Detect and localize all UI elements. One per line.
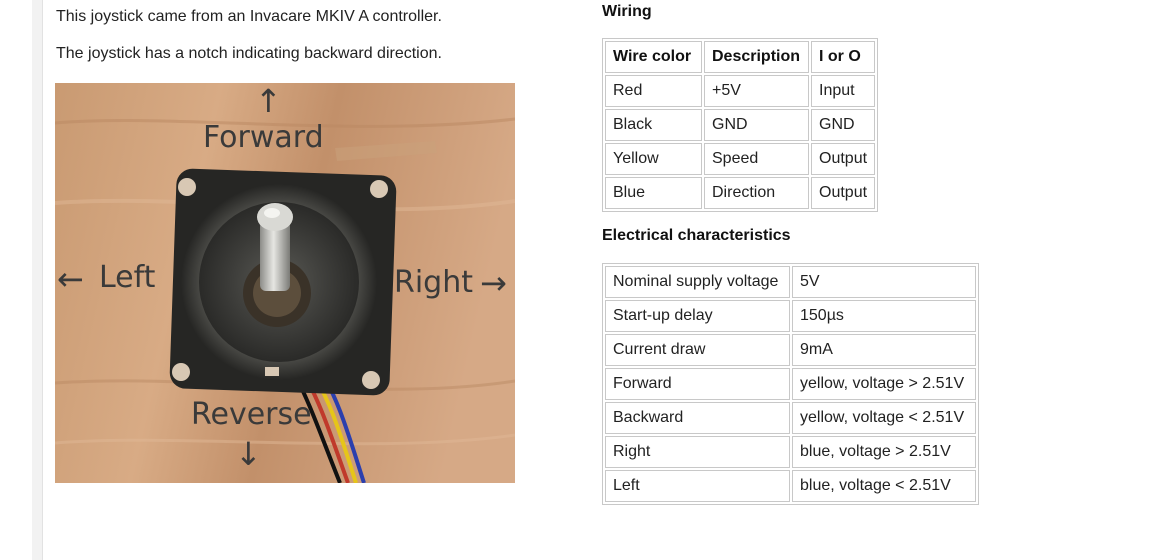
table-cell: Black: [605, 109, 702, 141]
table-row: Left blue, voltage < 2.51V: [605, 470, 976, 502]
table-cell: Red: [605, 75, 702, 107]
table-cell: 9mA: [792, 334, 976, 366]
right-arrow-icon: →: [480, 264, 507, 302]
table-cell: Output: [811, 143, 876, 175]
table-cell: Yellow: [605, 143, 702, 175]
reverse-label: Reverse: [191, 397, 312, 432]
right-label: Right: [394, 265, 473, 300]
column-header: Wire color: [605, 41, 702, 73]
table-cell: Direction: [704, 177, 809, 209]
mount-hole-br: [362, 371, 380, 389]
table-cell: Input: [811, 75, 876, 107]
table-cell: Output: [811, 177, 876, 209]
table-cell: Speed: [704, 143, 809, 175]
table-row: Yellow Speed Output: [605, 143, 876, 175]
mount-hole-bl: [172, 363, 190, 381]
table-cell: 150µs: [792, 300, 976, 332]
intro-text-source: This joystick came from an Invacare MKIV…: [56, 8, 442, 25]
mount-hole-tr: [370, 180, 388, 198]
table-cell: Forward: [605, 368, 790, 400]
table-cell: Current draw: [605, 334, 790, 366]
joystick-shaft: [260, 221, 290, 291]
table-row: Black GND GND: [605, 109, 876, 141]
column-header: I or O: [811, 41, 876, 73]
table-cell: GND: [704, 109, 809, 141]
table-row: Current draw 9mA: [605, 334, 976, 366]
joystick-photo-graphic: [55, 83, 515, 483]
table-cell: GND: [811, 109, 876, 141]
electrical-table: Nominal supply voltage 5V Start-up delay…: [602, 263, 979, 505]
table-cell: 5V: [792, 266, 976, 298]
table-cell: blue, voltage < 2.51V: [792, 470, 976, 502]
table-cell: Nominal supply voltage: [605, 266, 790, 298]
page-left-border: [32, 0, 43, 560]
wiring-table: Wire color Description I or O Red +5V In…: [602, 38, 879, 212]
left-arrow-icon: ←: [57, 260, 84, 298]
table-header-row: Wire color Description I or O: [605, 41, 876, 73]
wiring-heading: Wiring: [602, 3, 652, 20]
table-cell: Blue: [605, 177, 702, 209]
mount-hole-tl: [178, 178, 196, 196]
table-cell: Right: [605, 436, 790, 468]
table-row: Red +5V Input: [605, 75, 876, 107]
table-cell: Backward: [605, 402, 790, 434]
column-header: Description: [704, 41, 809, 73]
forward-arrow-icon: ↑: [255, 83, 282, 120]
table-row: Forward yellow, voltage > 2.51V: [605, 368, 976, 400]
table-cell: blue, voltage > 2.51V: [792, 436, 976, 468]
intro-text-notch: The joystick has a notch indicating back…: [56, 45, 442, 62]
joystick-photo: ↑ Forward ← Left Right → Reverse ↓: [55, 83, 515, 483]
table-cell: Start-up delay: [605, 300, 790, 332]
table-cell: Left: [605, 470, 790, 502]
left-label: Left: [99, 260, 156, 295]
backward-notch: [265, 367, 279, 376]
forward-label: Forward: [203, 120, 324, 155]
table-cell: +5V: [704, 75, 809, 107]
table-row: Right blue, voltage > 2.51V: [605, 436, 976, 468]
table-row: Blue Direction Output: [605, 177, 876, 209]
table-cell: yellow, voltage > 2.51V: [792, 368, 976, 400]
table-row: Start-up delay 150µs: [605, 300, 976, 332]
reverse-arrow-icon: ↓: [235, 435, 262, 473]
table-row: Backward yellow, voltage < 2.51V: [605, 402, 976, 434]
electrical-heading: Electrical characteristics: [602, 227, 791, 244]
table-cell: yellow, voltage < 2.51V: [792, 402, 976, 434]
table-row: Nominal supply voltage 5V: [605, 266, 976, 298]
